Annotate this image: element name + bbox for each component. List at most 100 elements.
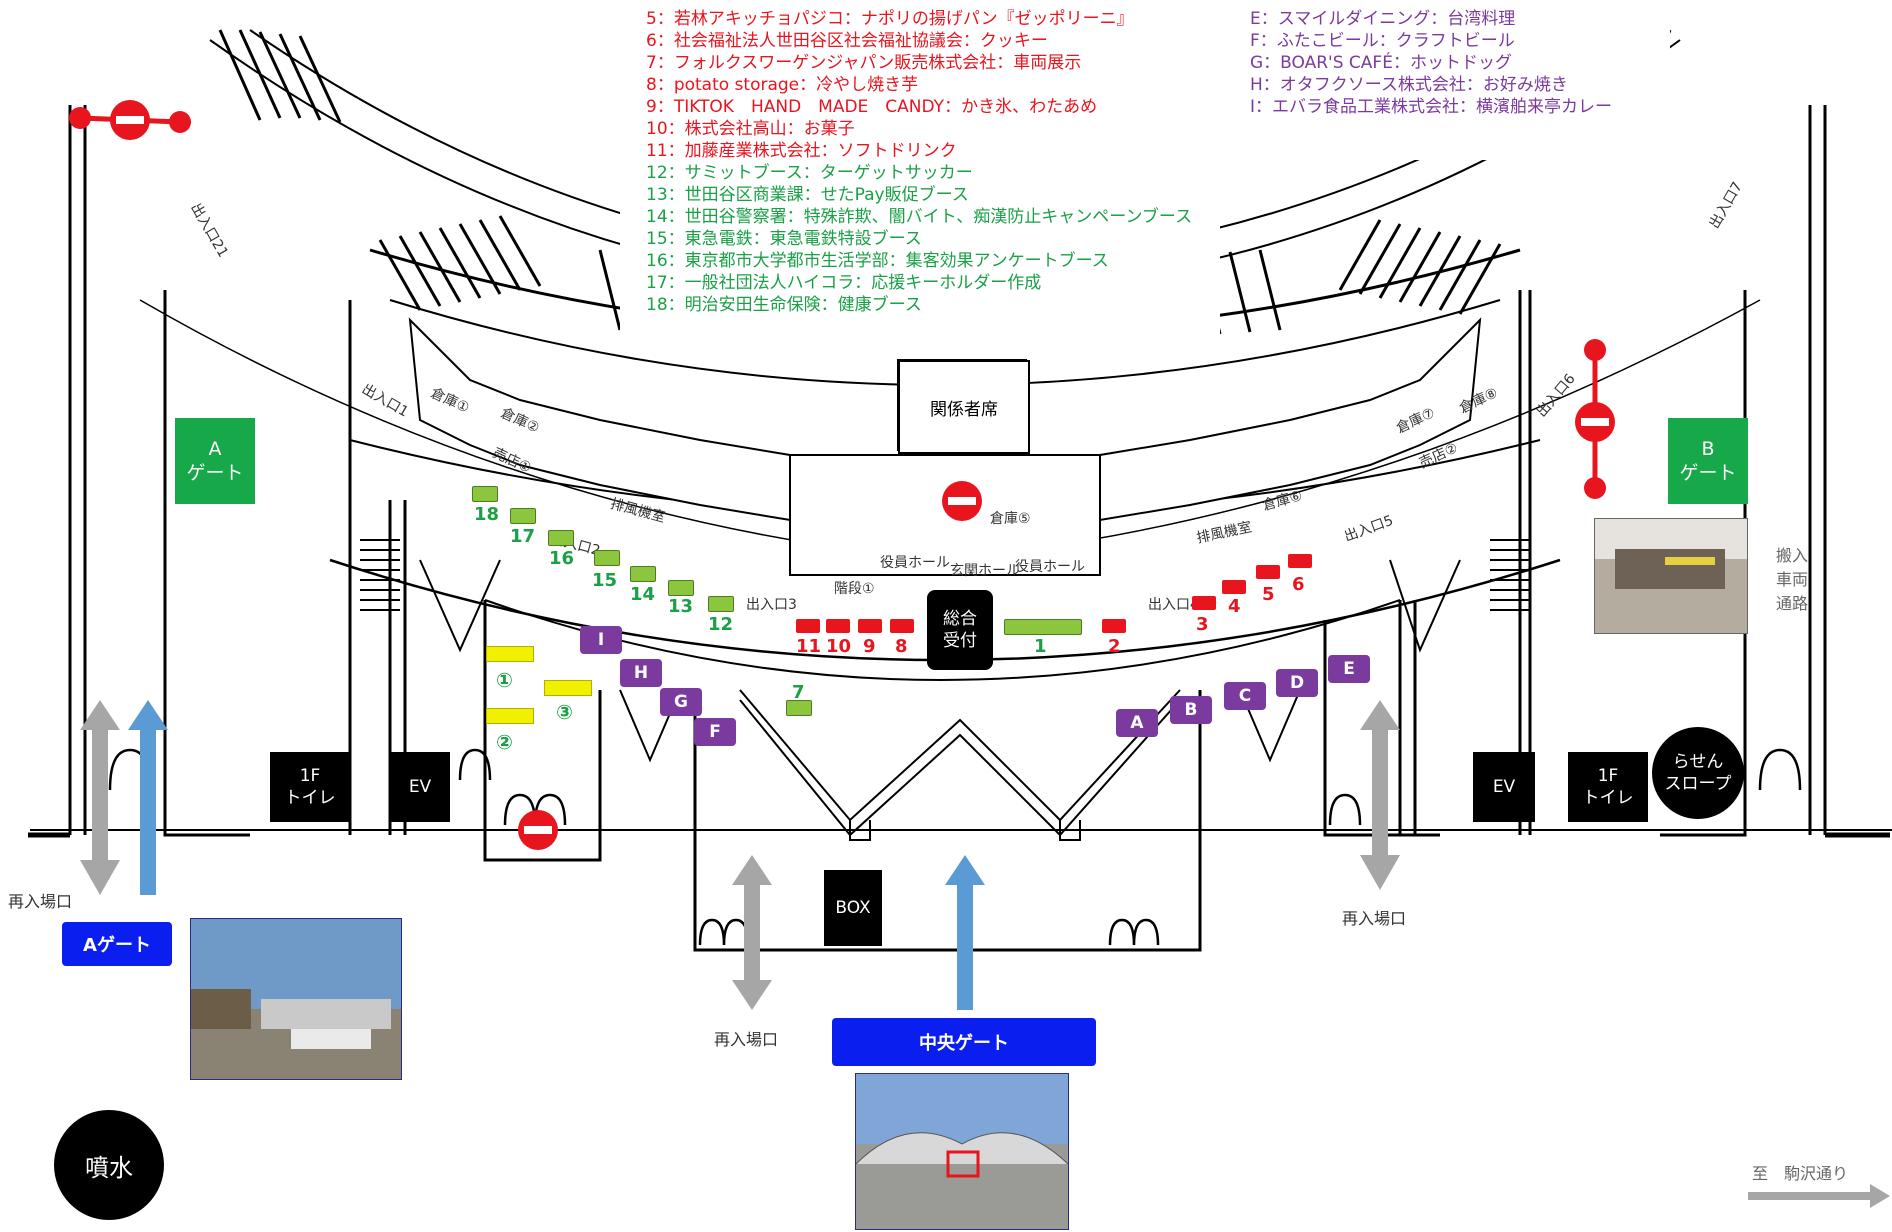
- legend-item: 12：サミットブース：ターゲットサッカー: [646, 163, 973, 183]
- booth-11-marker[interactable]: [796, 619, 820, 633]
- booth-4-label: 4: [1228, 596, 1241, 617]
- booth-2-marker[interactable]: [1102, 619, 1126, 633]
- booth-9-marker[interactable]: [858, 619, 882, 633]
- legend-panel-right: [1220, 0, 1670, 160]
- booth-yellow-1-marker[interactable]: [486, 646, 534, 662]
- booth-b[interactable]: B: [1170, 696, 1212, 724]
- booth-17-marker[interactable]: [510, 508, 536, 524]
- booth-18-marker[interactable]: [472, 486, 498, 502]
- stairs: [360, 539, 1530, 611]
- booth-f[interactable]: F: [694, 718, 736, 746]
- b-gate-sign: B ゲート: [1668, 418, 1748, 504]
- hannyu-label: 搬入 車両 通路: [1776, 546, 1809, 613]
- arrow-gray-a: [80, 700, 120, 895]
- booth-e[interactable]: E: [1328, 655, 1370, 683]
- booth-c[interactable]: C: [1224, 682, 1266, 710]
- legend-item: 7：フォルクスワーゲンジャパン販売株式会社：車両展示: [646, 53, 1082, 73]
- kankeisha-seat: 関係者席: [898, 360, 1030, 454]
- reentry-label-center: 再入場口: [714, 1030, 779, 1049]
- booth-yellow-2-marker[interactable]: [486, 708, 534, 724]
- booth-6-label: 6: [1292, 574, 1305, 595]
- booth-15-label: 15: [592, 570, 618, 591]
- arrow-blue-center: [945, 855, 985, 1010]
- komazawa-label: 至 駒沢通り: [1752, 1164, 1849, 1183]
- genkan-hall: 玄関ホール: [950, 563, 1020, 579]
- arrow-gray-right: [1360, 700, 1400, 890]
- legend-item: 13：世田谷区商業課：せたPay販促ブース: [646, 185, 969, 205]
- legend-item: 17：一般社団法人ハイコラ：応援キーホルダー作成: [646, 273, 1042, 293]
- hannyu-photo-illustration: [1595, 519, 1747, 633]
- booth-14-marker[interactable]: [630, 566, 656, 582]
- no-entry-bottom-left: [518, 810, 558, 850]
- booth-13-marker[interactable]: [668, 580, 694, 596]
- booth-7-marker[interactable]: [786, 700, 812, 716]
- legend-item: 18：明治安田生命保険：健康ブース: [646, 295, 922, 315]
- legend-item: 6：社会福祉法人世田谷区社会福祉協議会：クッキー: [646, 31, 1048, 51]
- soko-5: 倉庫⑤: [990, 511, 1031, 527]
- arrow-gray-center: [732, 855, 772, 1010]
- booth-16-marker[interactable]: [548, 530, 574, 546]
- toilet-right: 1F トイレ: [1568, 752, 1648, 822]
- deiriguchi-4: 出入口4: [1148, 597, 1199, 613]
- box-room: BOX: [824, 870, 882, 946]
- booth-12-marker[interactable]: [708, 596, 734, 612]
- yakuin-hall-right: 役員ホール: [1015, 559, 1085, 575]
- booth-a[interactable]: A: [1116, 709, 1158, 737]
- booth-16-label: 16: [549, 548, 575, 569]
- legend-item: F：ふたこビール：クラフトビール: [1250, 31, 1515, 51]
- booth-h[interactable]: H: [620, 659, 662, 687]
- booth-yellow-3-marker[interactable]: [544, 680, 592, 696]
- booth-10-label: 10: [826, 636, 852, 657]
- booth-i[interactable]: I: [580, 626, 622, 654]
- booth-7-label: 7: [792, 682, 805, 703]
- legend-item: 15：東急電鉄：東急電鉄特設ブース: [646, 229, 922, 249]
- a-gate-button[interactable]: Aゲート: [62, 922, 172, 966]
- booth-8-label: 8: [895, 636, 908, 657]
- inner-rooms: [408, 317, 1482, 576]
- booth-1-marker[interactable]: [1004, 619, 1082, 635]
- booth-yellow-2-label: ②: [496, 730, 513, 754]
- legend-item: 8：potato storage：冷やし焼き芋: [646, 75, 919, 95]
- center-gate-button[interactable]: 中央ゲート: [832, 1018, 1096, 1066]
- reentry-label-right: 再入場口: [1342, 909, 1407, 928]
- kaidan-1: 階段①: [834, 581, 875, 597]
- booth-4-marker[interactable]: [1222, 580, 1246, 594]
- booth-18-label: 18: [474, 504, 500, 525]
- booth-5-label: 5: [1262, 584, 1275, 605]
- booth-g[interactable]: G: [660, 688, 702, 716]
- legend-item: 11：加藤産業株式会社：ソフトドリンク: [646, 141, 957, 161]
- booth-9-label: 9: [863, 636, 876, 657]
- reentry-label-a: 再入場口: [8, 892, 73, 911]
- arrow-blue-a: [128, 700, 168, 895]
- barrier-top-left: [69, 100, 191, 140]
- fountain: 噴水: [54, 1110, 164, 1220]
- booth-11-label: 11: [796, 636, 822, 657]
- deiriguchi-3: 出入口3: [746, 597, 797, 613]
- booth-13-label: 13: [668, 596, 694, 617]
- a-gate-photo: [190, 918, 402, 1080]
- booth-14-label: 14: [630, 584, 656, 605]
- center-gate-photo: [855, 1073, 1069, 1230]
- booth-8-marker[interactable]: [890, 619, 914, 633]
- general-reception: 総合 受付: [927, 590, 993, 670]
- booth-10-marker[interactable]: [826, 619, 850, 633]
- ev-left: EV: [390, 752, 450, 822]
- booth-3-marker[interactable]: [1192, 596, 1216, 610]
- booth-yellow-3-label: ③: [556, 700, 573, 724]
- legend-item: 16：東京都市大学都市生活学部：集客効果アンケートブース: [646, 251, 1109, 271]
- booth-d[interactable]: D: [1276, 669, 1318, 697]
- arrow-gray-komazawa: [1748, 1184, 1890, 1208]
- a-gate-sign: A ゲート: [175, 418, 255, 504]
- booth-6-marker[interactable]: [1288, 554, 1312, 568]
- ev-right: EV: [1473, 752, 1535, 822]
- legend-item: 9：TIKTOK HAND MADE CANDY：かき氷、わたあめ: [646, 97, 1098, 117]
- door-arcs: [108, 748, 1802, 946]
- legend-item: G：BOAR'S CAFÉ：ホットドッグ: [1250, 53, 1512, 73]
- booth-1-label: 1: [1034, 636, 1047, 657]
- booth-15-marker[interactable]: [594, 550, 620, 566]
- center-gate-photo-illustration: [856, 1074, 1068, 1229]
- booth-12-label: 12: [708, 614, 734, 635]
- legend-item: 14：世田谷警察署：特殊詐欺、闇バイト、痴漢防止キャンペーンブース: [646, 207, 1193, 227]
- legend-item: I：エバラ食品工業株式会社：横濱舶来亭カレー: [1250, 97, 1613, 117]
- booth-5-marker[interactable]: [1256, 565, 1280, 579]
